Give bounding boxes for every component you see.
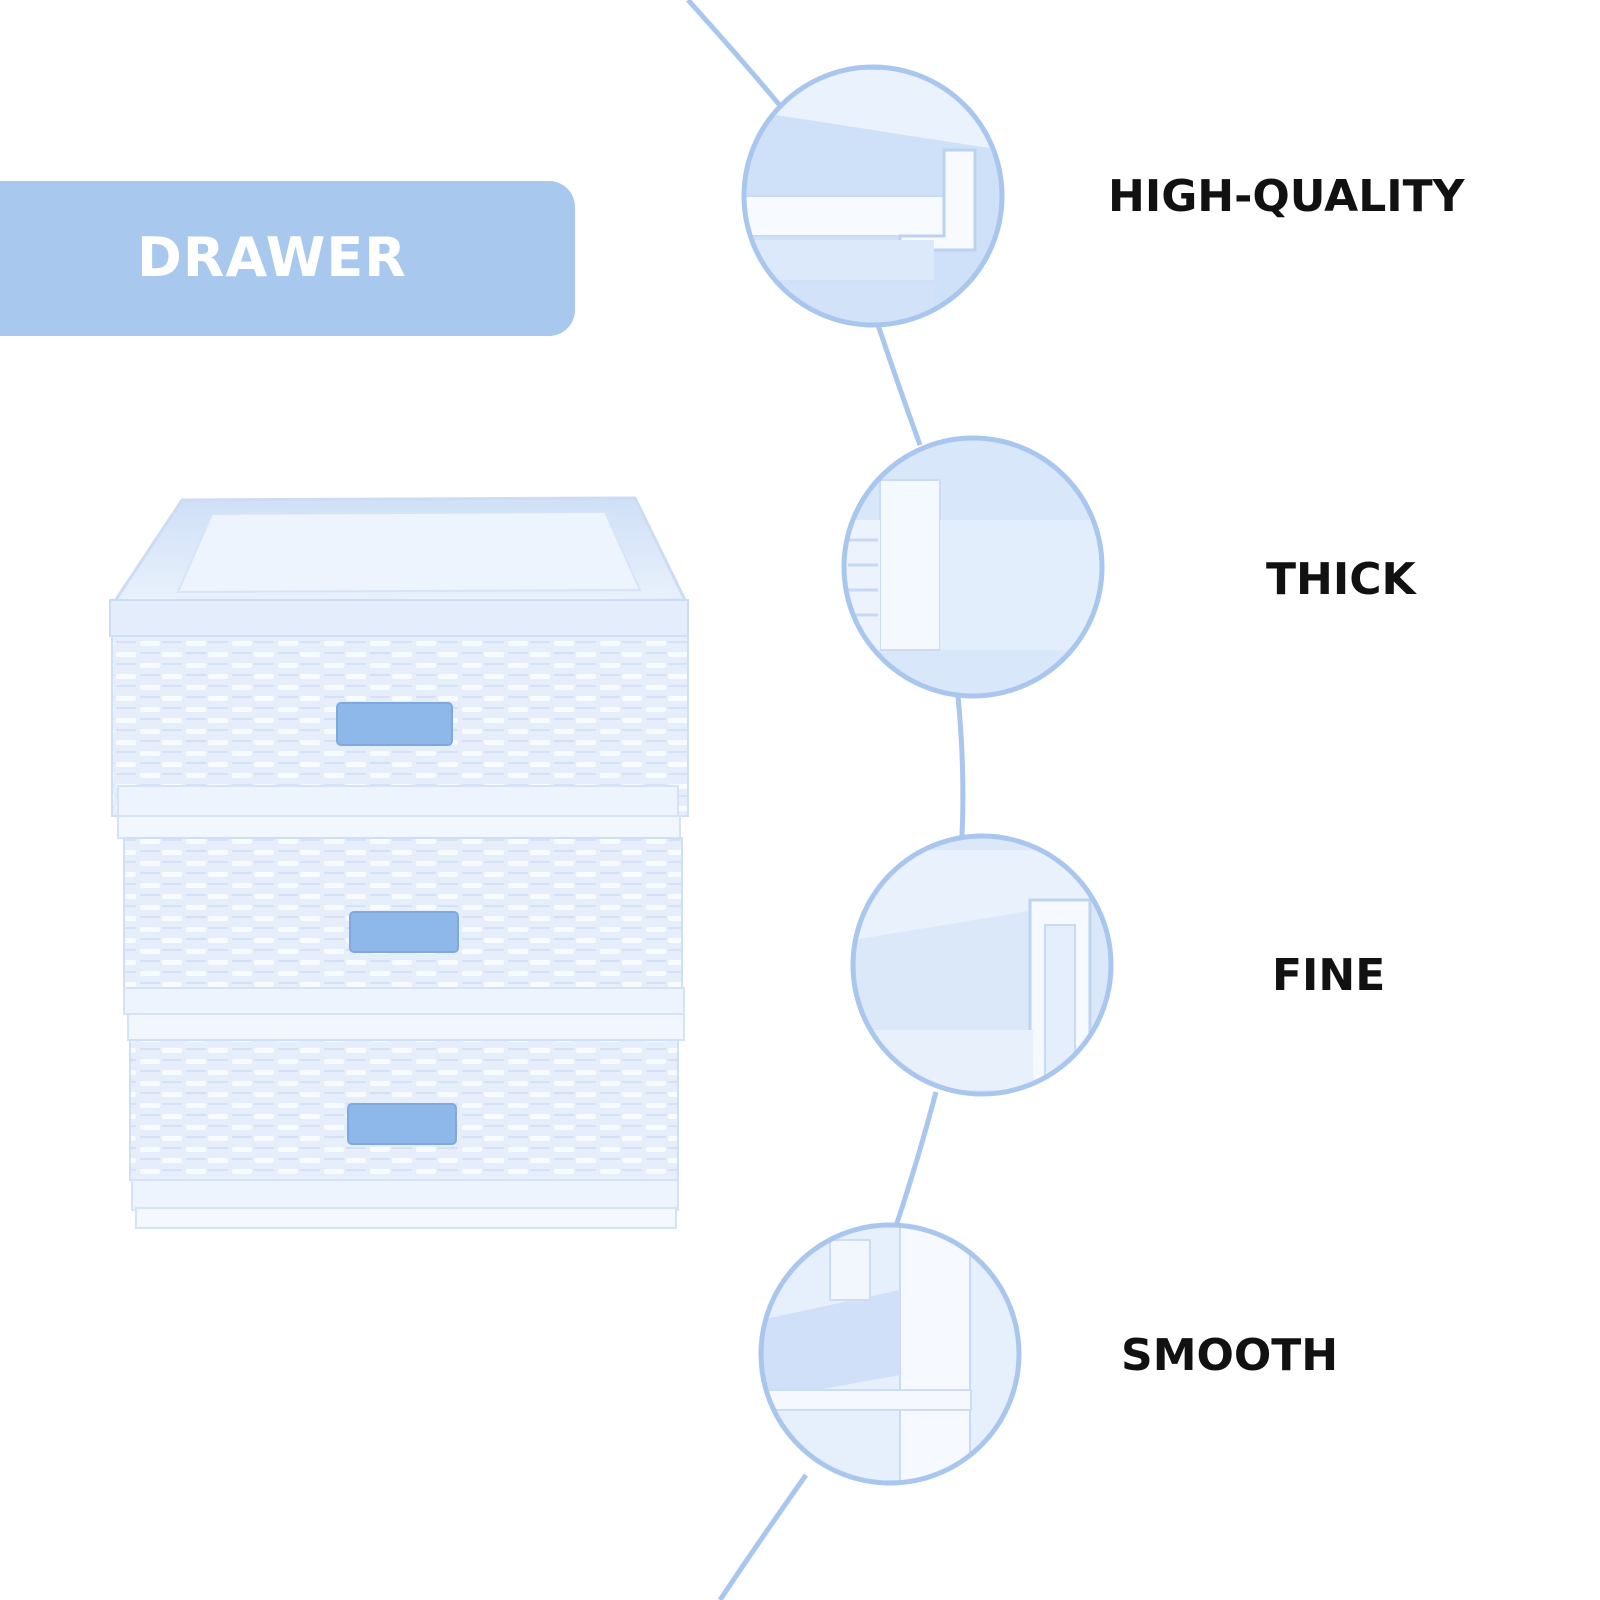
feature-label-thick: THICK — [1266, 554, 1416, 605]
connector-curve — [686, 0, 966, 1600]
detail-circle-thick — [841, 435, 1105, 699]
detail-circle-fine — [850, 833, 1114, 1097]
detail-circle-high-quality — [741, 64, 1005, 328]
feature-label-smooth: SMOOTH — [1121, 1330, 1339, 1381]
detail-circle-smooth — [758, 1222, 1022, 1486]
title-banner — [0, 181, 575, 336]
page-title: DRAWER — [137, 226, 407, 289]
feature-label-high-quality: HIGH-QUALITY — [1108, 171, 1465, 222]
drawer-unit — [109, 496, 689, 1229]
feature-label-fine: FINE — [1272, 950, 1386, 1001]
